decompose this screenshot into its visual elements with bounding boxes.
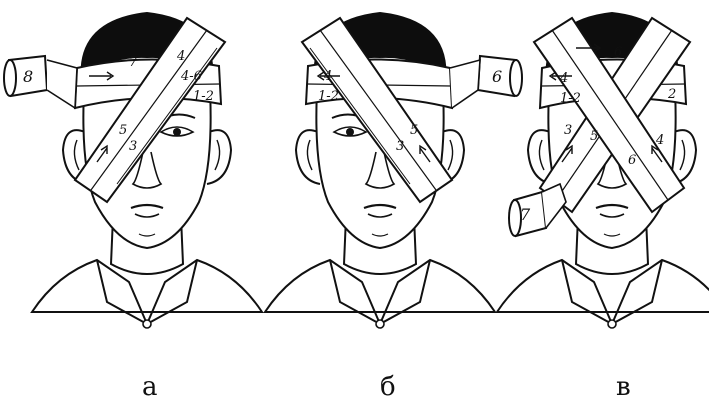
turn-label-b-4: 3 [396,139,404,154]
turn-label-a-3: 4-6 [180,69,202,84]
turn-label-v-3: 1-2 [560,91,581,106]
caption-a: а [142,372,158,402]
turn-label-v-6: 6 [628,153,636,168]
turn-label-v-7: 4 [655,133,664,148]
turn-label-v-1: 6 [614,45,622,60]
turn-label-v-2: 4 [559,71,568,86]
turn-label-a-6: 3 [129,139,137,154]
turn-label-b-1: 4 [323,69,332,84]
turn-label-v-5: 5 [590,129,598,144]
figure-v: 7 6 4 1-2 3 5 6 4 2 [497,12,709,328]
figure-b: 6 4 1-2 5 3 [265,12,522,328]
turn-label-b-2: 1-2 [318,89,339,104]
turn-label-v-8: 2 [667,87,676,102]
turn-label-v-4: 3 [564,123,572,138]
roll-label-v: 7 [520,205,531,224]
roll-label-b: 6 [492,67,502,86]
roll-label-a: 8 [23,67,33,86]
turn-label-b-3: 5 [410,123,418,138]
turn-label-a-4: 1-2 [193,89,214,104]
turn-label-a-5: 5 [119,123,127,138]
figure-a: 8 7 4 4-6 1-2 5 3 [4,12,262,328]
turn-label-a-1: 7 [129,55,138,70]
caption-v: в [616,372,631,402]
turn-label-a-2: 4 [176,49,185,64]
caption-b: б [380,372,396,402]
